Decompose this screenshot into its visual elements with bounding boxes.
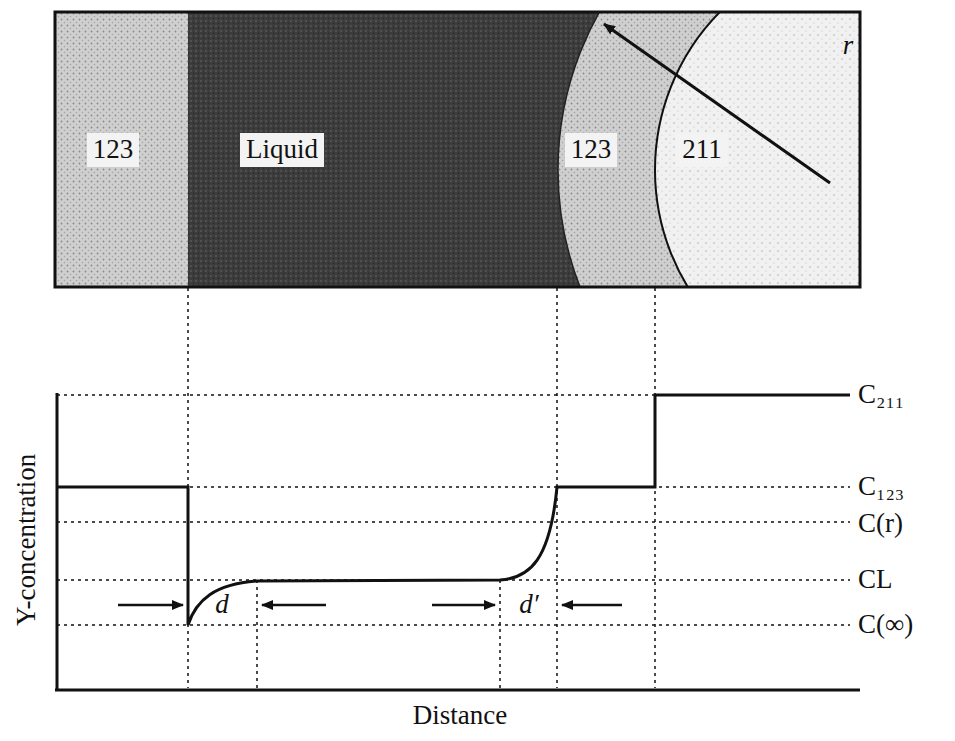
level-label: C₁₂₃ [858,472,904,502]
region-label: 211 [682,135,722,165]
level-label: C₂₁₁ [858,380,904,410]
axes [55,393,860,690]
guide-lines [57,288,850,688]
axis-title: Distance [413,701,507,731]
region-label: 123 [571,135,612,165]
level-label: CL [858,565,893,595]
region-label: 123 [93,135,134,165]
phase-region: 123 [87,133,140,167]
particle-region: 211 [676,133,728,167]
level-label: C(∞) [858,610,913,640]
region-label: Liquid [246,135,318,165]
concentration-profile [57,395,850,625]
radius-arrow [604,24,830,183]
level-label: C(r) [858,509,903,539]
liquid-region: Liquid [240,133,324,167]
phase-region: 123 [565,133,618,167]
width-arrows [118,604,622,607]
microstructure [55,12,860,287]
width-label: d [215,590,229,620]
width-label: d′ [519,590,538,620]
axis-title: Y-concentration [12,454,42,626]
radius-label: r [843,31,854,61]
